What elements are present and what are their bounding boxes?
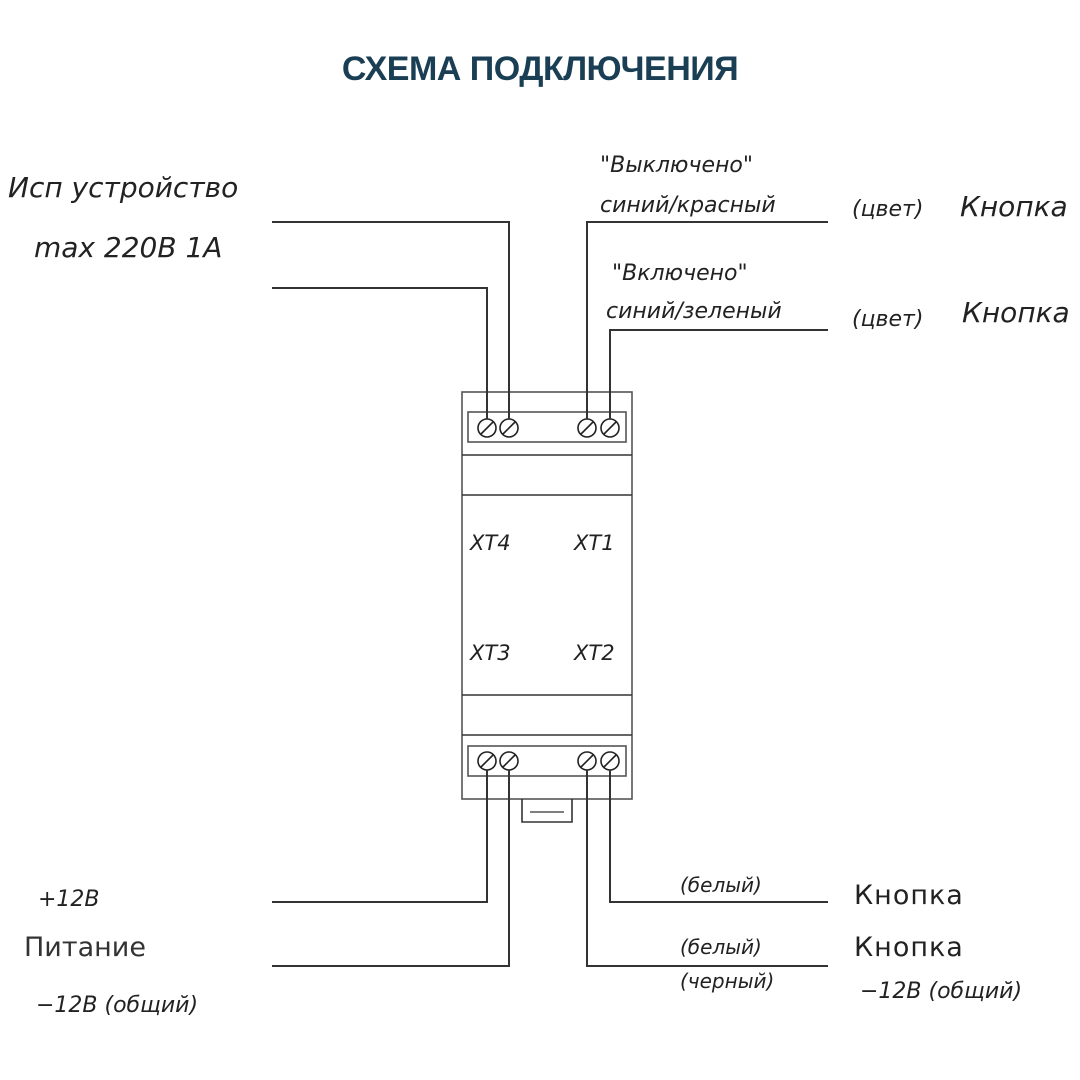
terminal-xt2: XT2 [573, 641, 615, 665]
power-label: Питание [24, 932, 146, 963]
device-label: Исп устройство [8, 171, 238, 204]
on-wire-colors: синий/зеленый [606, 299, 782, 324]
wire1-button: Кнопка [854, 880, 964, 911]
common-minus-label: −12В (общий) [860, 979, 1022, 1004]
on-color-note: (цвет) [852, 307, 923, 332]
off-wire-colors: синий/красный [600, 193, 776, 218]
off-color-note: (цвет) [852, 197, 923, 222]
diagram-title: СХЕМА ПОДКЛЮЧЕНИЯ [342, 50, 738, 88]
terminal-xt4: XT4 [469, 531, 511, 555]
device-wires [272, 221, 510, 419]
terminal-xt1: XT1 [573, 531, 615, 555]
wire2-color-white: (белый) [680, 935, 762, 959]
off-button-label: Кнопка [960, 190, 1068, 223]
button-wires-top [586, 221, 828, 419]
on-button-label: Кнопка [962, 296, 1070, 329]
button-wires-bottom [586, 770, 828, 967]
wire2-button: Кнопка [854, 932, 964, 963]
device-rating: max 220В 1А [34, 231, 222, 264]
on-state-label: "Включено" [612, 261, 748, 286]
power-plus-label: +12В [38, 887, 100, 912]
terminal-xt3: XT3 [469, 641, 511, 665]
relay-module [461, 391, 633, 823]
top-screw-terminals [477, 418, 620, 438]
off-state-label: "Выключено" [600, 153, 753, 178]
power-wires [272, 770, 510, 967]
power-minus-label: −12В (общий) [36, 993, 198, 1018]
wire1-color: (белый) [680, 873, 762, 897]
wire2-color-black: (черный) [680, 969, 774, 993]
